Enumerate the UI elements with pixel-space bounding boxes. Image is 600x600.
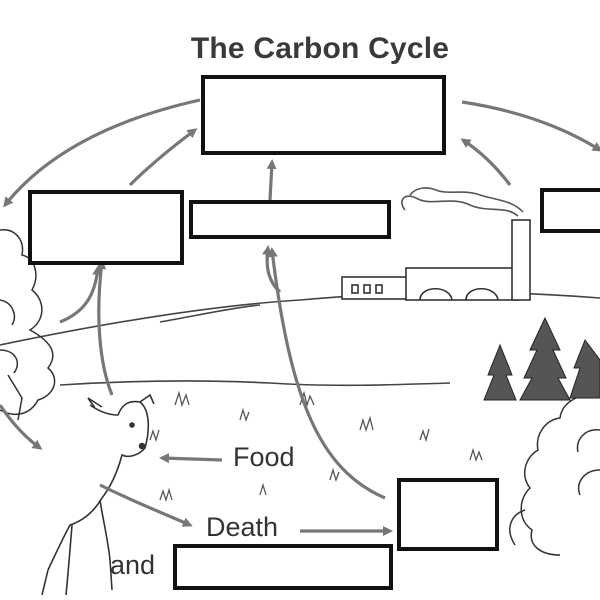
arrow-top-to-right: [461, 100, 600, 152]
arrow-top-to-left: [3, 98, 201, 208]
cycle-arrows: [0, 98, 600, 536]
upper-middle-box[interactable]: [189, 200, 391, 239]
pine-trees-illustration: [483, 316, 600, 401]
arrow-tree-to-left: [59, 265, 103, 324]
left-trees-illustration: [0, 229, 56, 421]
upper-left-box[interactable]: [28, 190, 184, 265]
and-label: and: [110, 550, 156, 580]
food-label: Food: [233, 442, 295, 472]
arrow-box-to-mid: [267, 247, 386, 500]
arrow-mid-to-top: [266, 159, 277, 201]
deer-illustration: [41, 393, 155, 596]
upper-right-box[interactable]: [540, 188, 600, 233]
lower-right-box[interactable]: [397, 478, 499, 551]
factory-illustration: [341, 187, 531, 301]
bottom-box[interactable]: [173, 544, 393, 590]
arrow-right-to-top: [460, 138, 512, 186]
top-center-box[interactable]: [201, 75, 446, 155]
arrow-left-to-top: [128, 128, 198, 187]
right-bushes-illustration: [509, 393, 600, 556]
diagram-title: The Carbon Cycle: [190, 32, 450, 65]
arrow-tree-down: [0, 404, 43, 450]
arrow-deer-to-left: [96, 259, 114, 396]
death-label: Death: [206, 512, 279, 542]
arrow-deer-to-death: [99, 483, 193, 527]
arrow-food: [159, 453, 223, 464]
